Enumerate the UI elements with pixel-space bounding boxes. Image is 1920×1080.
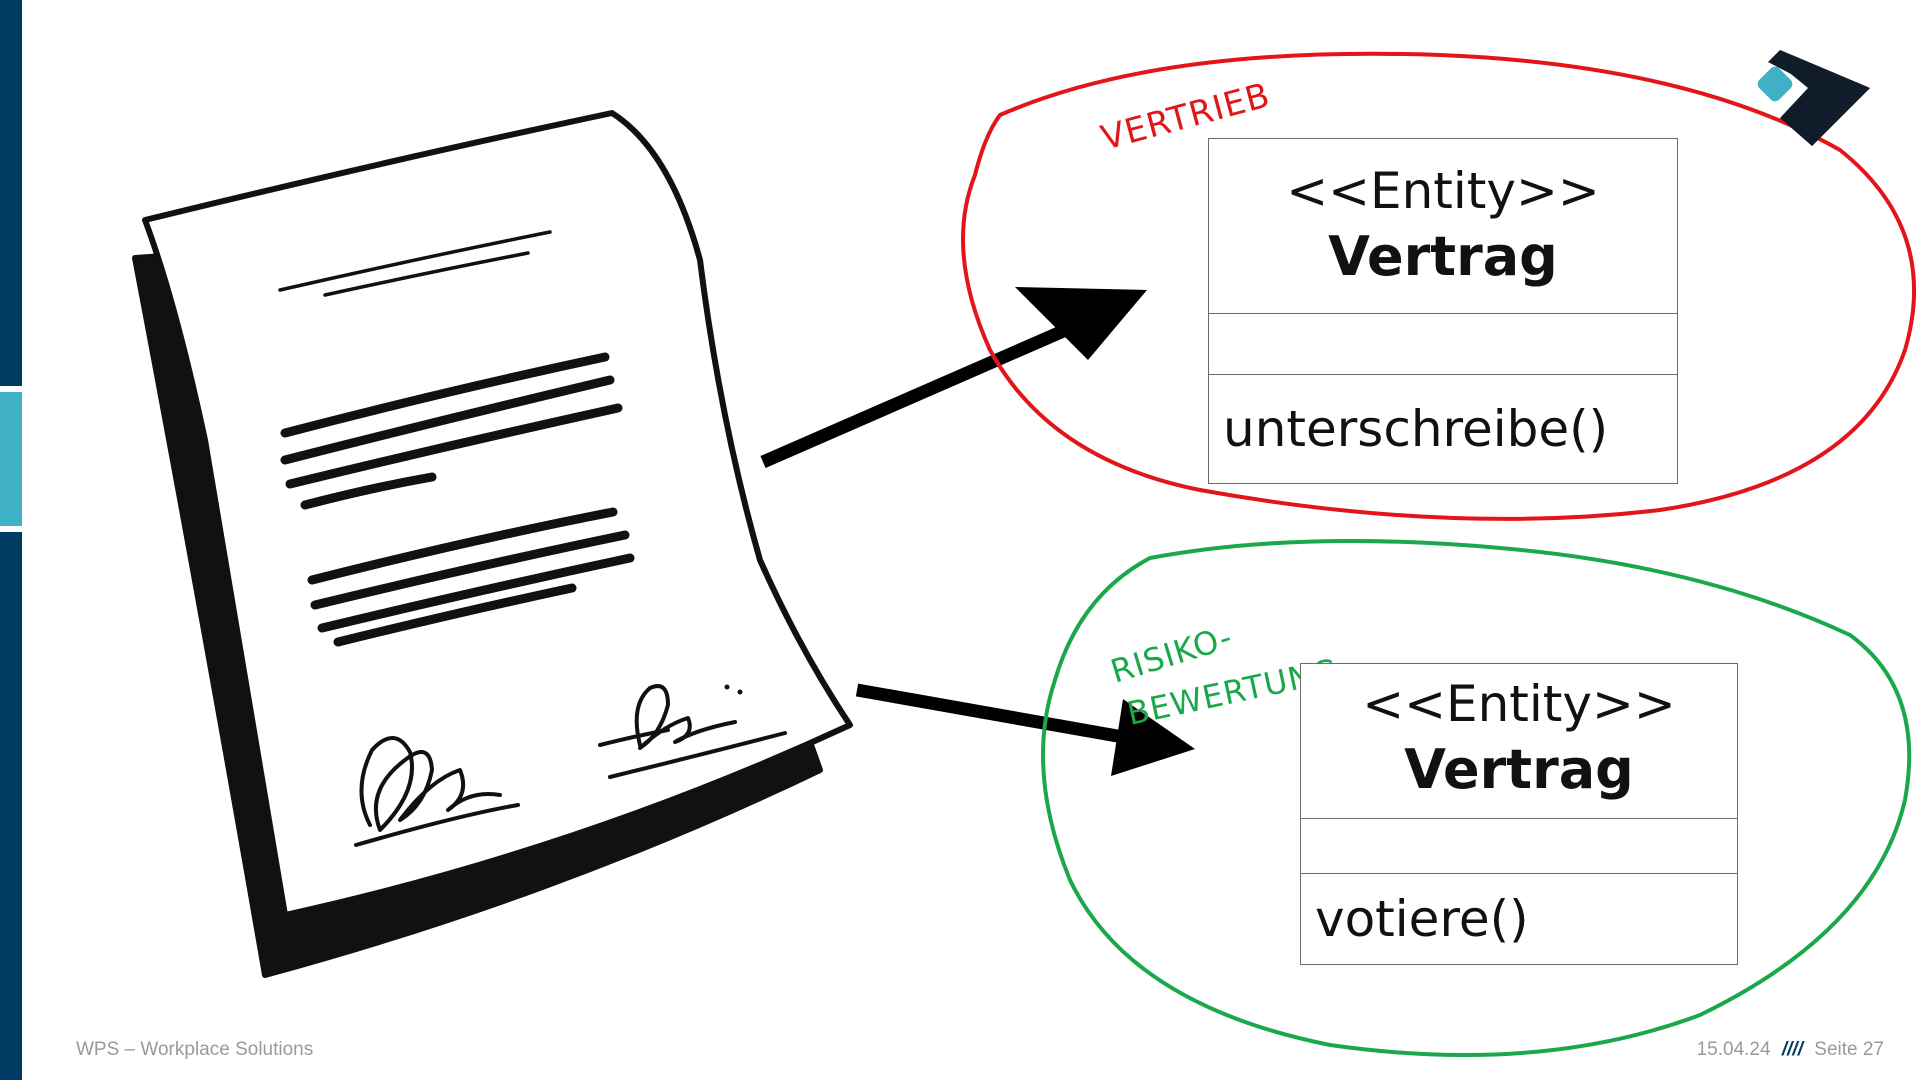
uml-stereotype: <<Entity>> [1286, 162, 1600, 220]
footer-page-number: Seite 27 [1814, 1039, 1884, 1060]
uml-stereotype: <<Entity>> [1362, 675, 1676, 733]
context-outline-risiko [1041, 538, 1912, 1057]
arrow-icon [855, 683, 1195, 776]
uml-entity-name: Vertrag [1328, 225, 1558, 288]
footer-separator: //// [1781, 1039, 1803, 1060]
uml-operation: unterschreibe() [1223, 400, 1609, 458]
uml-entity-risiko: <<Entity>> Vertrag votiere() [1300, 663, 1738, 965]
arrow-icon [760, 287, 1147, 468]
uml-entity-header: <<Entity>> Vertrag [1209, 139, 1677, 314]
uml-entity-name: Vertrag [1404, 738, 1634, 801]
document-sketch-icon [132, 110, 853, 978]
sidebar-stripe-top [0, 0, 22, 386]
footer-date: 15.04.24 [1696, 1039, 1771, 1060]
footer-meta: 15.04.24 //// Seite 27 [1697, 1039, 1884, 1061]
footer-company: WPS – Workplace Solutions [76, 1039, 314, 1060]
sidebar-stripe-bottom [0, 532, 22, 1080]
context-outline-vertrieb [961, 51, 1917, 521]
sidebar-stripe-accent [0, 392, 22, 526]
wps-logo-icon [1757, 50, 1870, 146]
signature-icon [354, 684, 787, 847]
uml-attributes-compartment [1209, 314, 1677, 375]
uml-operation: votiere() [1315, 890, 1529, 948]
uml-attributes-compartment [1301, 819, 1737, 874]
uml-entity-header: <<Entity>> Vertrag [1301, 664, 1737, 819]
uml-entity-vertrieb: <<Entity>> Vertrag unterschreibe() [1208, 138, 1678, 484]
